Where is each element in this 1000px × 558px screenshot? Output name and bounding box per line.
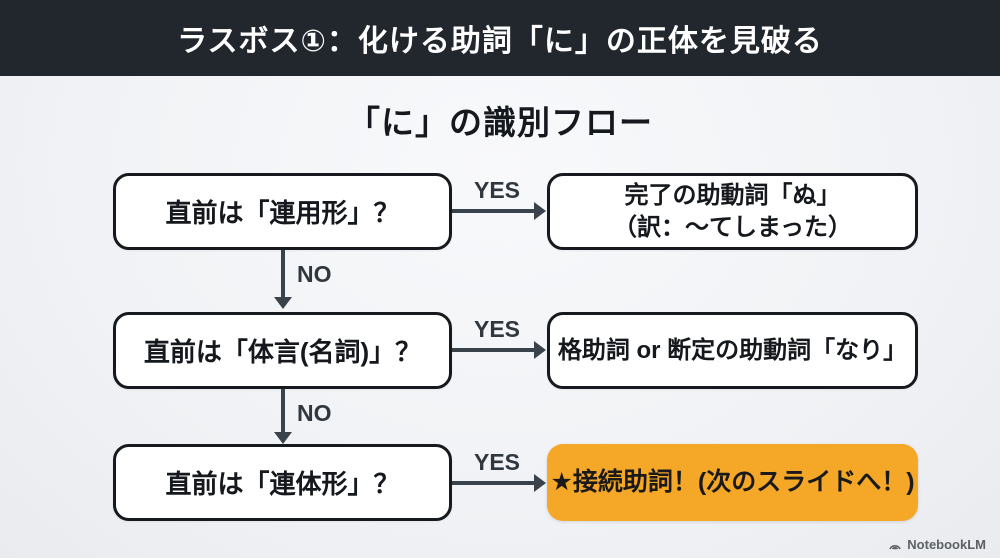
notebooklm-logo-icon bbox=[888, 538, 902, 552]
question-label: 直前は「連体形」？ bbox=[165, 469, 400, 499]
header-bar: ラスボス①：化ける助詞「に」の正体を見破る bbox=[0, 0, 1000, 76]
result-line: 格助詞 or 断定の助動詞「なり」 bbox=[557, 336, 908, 364]
notebooklm-branding: NotebookLM bbox=[888, 537, 986, 552]
notebooklm-brand-text: NotebookLM bbox=[907, 537, 986, 552]
no-label-row2: NO bbox=[297, 400, 332, 426]
no-arrow-row1 bbox=[274, 250, 292, 309]
yes-label-row2: YES bbox=[474, 316, 521, 342]
result-box-nu: 完了の助動詞「ぬ」 （訳：〜てしまった） bbox=[547, 173, 918, 250]
yes-arrow-row3 bbox=[452, 474, 546, 492]
question-box-taigen: 直前は「体言(名詞)」？ bbox=[113, 312, 452, 389]
question-box-renyokei: 直前は「連用形」？ bbox=[113, 173, 452, 250]
page-title: 「に」の識別フロー bbox=[347, 104, 653, 141]
result-line: （訳：〜てしまった） bbox=[612, 213, 853, 241]
yes-label-row1: YES bbox=[474, 177, 521, 203]
no-label-row1: NO bbox=[297, 261, 332, 287]
result-line: 完了の助動詞「ぬ」 bbox=[624, 182, 841, 210]
question-label: 直前は「体言(名詞)」？ bbox=[143, 337, 422, 367]
yes-arrow-row2 bbox=[452, 341, 546, 359]
result-box-setsuzoku-highlight: ★接続助詞！(次のスライドへ！) bbox=[547, 444, 918, 521]
result-line: ★接続助詞！(次のスライドへ！) bbox=[550, 468, 915, 497]
result-box-nari: 格助詞 or 断定の助動詞「なり」 bbox=[547, 312, 918, 389]
question-box-rentaikei: 直前は「連体形」？ bbox=[113, 444, 452, 521]
no-arrow-row2 bbox=[274, 389, 292, 444]
question-label: 直前は「連用形」？ bbox=[165, 198, 400, 228]
yes-arrow-row1 bbox=[452, 202, 546, 220]
yes-label-row3: YES bbox=[474, 449, 521, 475]
header-title: ラスボス①：化ける助詞「に」の正体を見破る bbox=[177, 25, 823, 58]
